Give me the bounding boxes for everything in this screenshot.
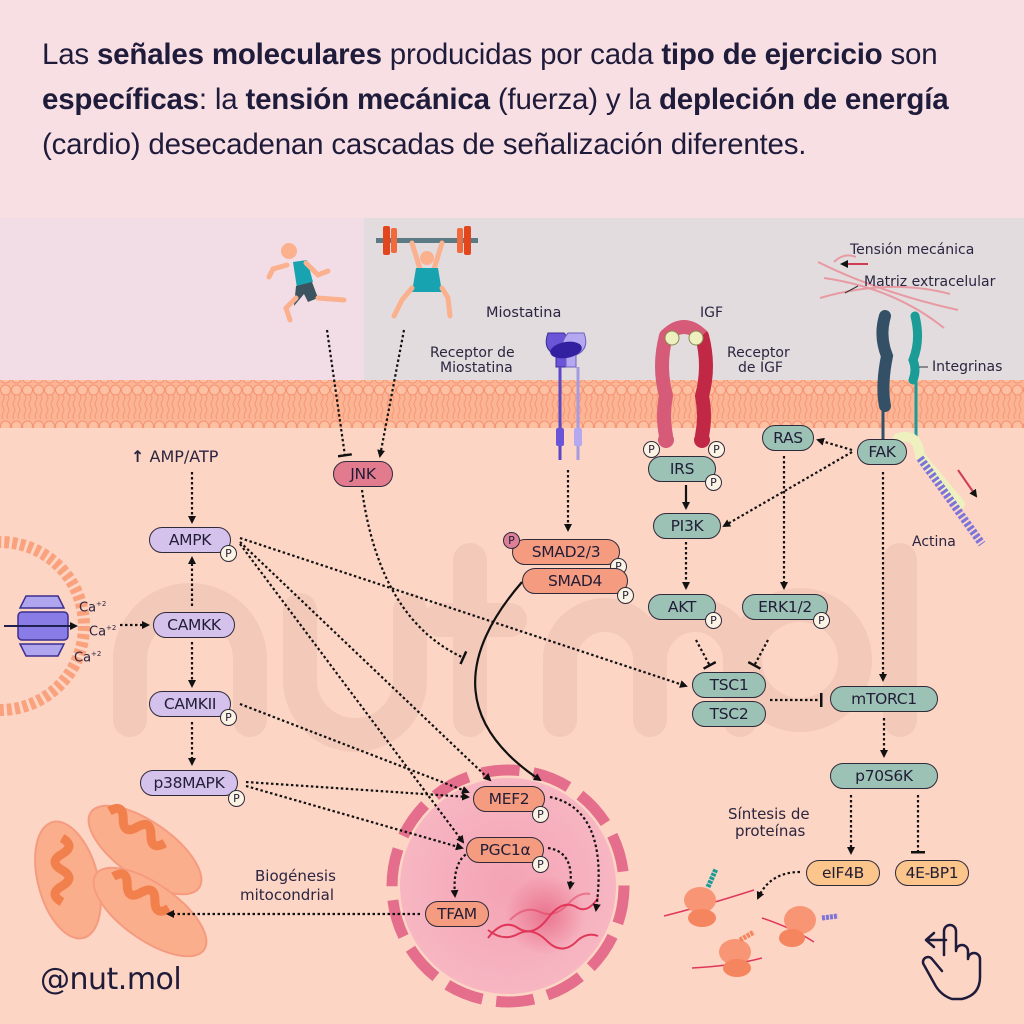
edge-lifter-to-jnk: [377, 329, 406, 458]
phospho-badge: P: [220, 709, 237, 726]
node-eif4b[interactable]: eIF4B: [806, 860, 880, 886]
integrins: [817, 254, 986, 547]
phospho-badge: P: [532, 806, 549, 823]
node-camkk[interactable]: CAMKK: [153, 612, 235, 638]
pathway-arrows: [120, 329, 925, 918]
edge-ampk-to-pgc1a: [239, 543, 465, 844]
edge-mef2-to-dna: [549, 795, 601, 912]
label-protein-synthesis-1: Síntesis de: [728, 805, 810, 823]
amp-atp-text: AMP/ATP: [149, 447, 219, 466]
phospho-badge: P: [503, 532, 520, 549]
label-myostatin-receptor-2: Miostatina: [440, 360, 513, 376]
label-myostatin-receptor-1: Receptor de: [430, 345, 515, 361]
edge-akt-to-tsc: [695, 639, 717, 670]
mitochondria-icon: [34, 803, 208, 958]
label-igf: IGF: [700, 305, 724, 321]
title-emphasis: tipo de ejercicio: [661, 38, 883, 71]
phospho-badge: P: [228, 790, 245, 807]
edge-fak-to-ras: [816, 437, 853, 452]
dna-icon: [487, 892, 599, 950]
label-myostatin: Miostatina: [486, 305, 562, 321]
edge-smad-to-mef2: [474, 581, 542, 782]
label-calcium-mid: Ca+2: [89, 624, 117, 640]
header: Las señales moleculares producidas por c…: [0, 0, 1024, 218]
title-emphasis: depleción de energía: [658, 83, 949, 116]
edge-pgc1a-to-tfam: [450, 850, 471, 898]
swipe-hand-icon[interactable]: [921, 923, 982, 1001]
node-4ebp1[interactable]: 4E-BP1: [895, 860, 969, 886]
phospho-badge: P: [813, 612, 830, 629]
node-akt[interactable]: AKT: [648, 594, 716, 620]
label-mitochondrial-biogenesis-2: mitocondrial: [240, 886, 334, 904]
label-igf-receptor-1: Receptor: [727, 345, 790, 361]
title-text: son: [882, 38, 938, 71]
node-smad23[interactable]: SMAD2/3: [512, 539, 620, 565]
phospho-badge: P: [532, 856, 549, 873]
label-integrins: Integrinas: [932, 359, 1003, 375]
node-ras[interactable]: RAS: [762, 425, 814, 451]
label-mitochondrial-biogenesis-1: Biogénesis: [255, 867, 336, 885]
title-emphasis: específicas: [42, 83, 199, 116]
node-pgc1a[interactable]: PGC1α: [466, 837, 544, 863]
phospho-badge: P: [617, 587, 634, 604]
node-smad4[interactable]: SMAD4: [522, 568, 628, 594]
edge-p38-to-mef2-a: [245, 780, 470, 801]
node-jnk[interactable]: JNK: [333, 461, 393, 487]
amp-atp-label: ↑ AMP/ATP: [131, 449, 218, 465]
phospho-badge: P: [705, 612, 722, 629]
title-text: producidas por cada: [381, 38, 662, 71]
edge-fak-to-pi3k: [722, 451, 853, 528]
label-calcium-top: Ca+2: [79, 600, 107, 616]
node-fak[interactable]: FAK: [857, 439, 907, 465]
node-pi3k[interactable]: PI3K: [653, 513, 721, 539]
label-protein-synthesis-2: proteínas: [735, 822, 806, 840]
label-calcium-bottom: Ca+2: [74, 650, 102, 666]
title-text: (cardio) desecadenan cascadas de señaliz…: [42, 128, 807, 161]
node-mef2[interactable]: MEF2: [473, 786, 545, 812]
title-text: : la: [198, 83, 246, 116]
node-tfam[interactable]: TFAM: [425, 901, 489, 927]
page-title: Las señales moleculares producidas por c…: [42, 32, 1002, 167]
calcium-channel: [4, 595, 78, 657]
node-mtorc1[interactable]: mTORC1: [830, 686, 938, 712]
node-camkii[interactable]: CAMKII: [149, 691, 231, 717]
label-mechanical-tension: Tensión mecánica: [850, 242, 975, 258]
node-p38mapk[interactable]: p38MAPK: [140, 770, 238, 796]
phospho-badge: P: [708, 441, 725, 458]
phospho-badge: P: [220, 545, 237, 562]
title-emphasis: señales moleculares: [96, 38, 382, 71]
nucleus: [386, 764, 630, 1008]
edge-pgc1a-to-dna: [547, 846, 575, 890]
cell-membrane: [0, 380, 1024, 428]
label-extracellular-matrix: Matriz extracelular: [864, 274, 996, 290]
title-text: (fuerza) y la: [489, 83, 659, 116]
title-emphasis: tensión mecánica: [245, 83, 490, 116]
edge-runner-to-jnk: [325, 329, 353, 458]
author-handle[interactable]: @nut.mol: [40, 962, 182, 997]
node-tsc2[interactable]: TSC2: [692, 701, 766, 727]
edge-eif4b-to-ribosome: [756, 870, 801, 900]
ribosomes-icon: [663, 867, 839, 977]
label-igf-receptor-2: de IGF: [738, 360, 783, 376]
edge-ampk-to-tsc: [239, 536, 688, 688]
node-irs[interactable]: IRS: [648, 456, 716, 482]
runner-icon: [266, 243, 347, 323]
edge-p38-to-pgc1a: [245, 784, 464, 851]
edge-camkii-to-mef2: [239, 702, 470, 794]
node-ampk[interactable]: AMPK: [149, 527, 231, 553]
igf-receptor: [655, 320, 713, 448]
myostatin-receptor: [545, 332, 587, 460]
weightlifter-icon: [376, 226, 478, 319]
node-p70s6k[interactable]: p70S6K: [830, 763, 938, 789]
title-text: Las: [42, 38, 97, 71]
up-arrow-icon: ↑: [131, 447, 145, 466]
extracellular-cardio-bg: [0, 218, 364, 380]
node-tsc1[interactable]: TSC1: [692, 672, 766, 698]
phospho-badge: P: [643, 441, 660, 458]
edge-jnk-to-smad: [360, 489, 468, 665]
phospho-badge: P: [705, 474, 722, 491]
label-actin: Actina: [912, 534, 956, 550]
